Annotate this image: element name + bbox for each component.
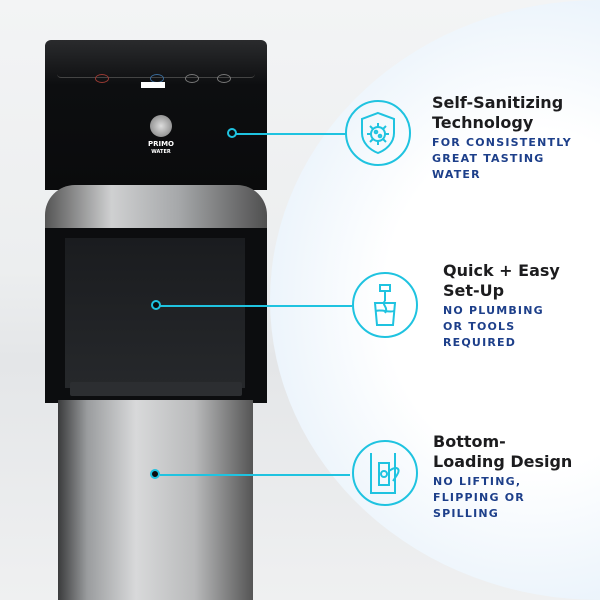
light-button	[217, 74, 231, 83]
shield-virus-icon	[345, 100, 411, 166]
bottom-loading-icon	[352, 440, 418, 506]
callout-dot-1	[227, 128, 237, 138]
hot-button	[95, 74, 109, 83]
feature-title: Loading Design	[433, 452, 573, 471]
feature-title: Technology	[432, 113, 534, 132]
stainless-cabinet	[58, 400, 253, 600]
callout-line-1	[236, 133, 346, 135]
dispenser-top	[45, 40, 267, 190]
callout-dot-2	[151, 300, 161, 310]
feature-subtitle: GREAT TASTING	[432, 152, 545, 165]
feature-subtitle: NO LIFTING,	[433, 475, 522, 488]
power-button	[185, 74, 199, 83]
feature-title: Self-Sanitizing	[432, 93, 564, 112]
drip-tray	[70, 382, 242, 396]
display-label	[141, 82, 165, 88]
feature-subtitle: OR TOOLS	[443, 320, 516, 333]
callout-dot-3	[150, 469, 160, 479]
callout-line-2	[160, 305, 352, 307]
feature-title: Quick + Easy	[443, 261, 560, 280]
feature-bottom-loading: Bottom-Loading Design NO LIFTING, FLIPPIN…	[433, 432, 593, 522]
feature-subtitle: NO PLUMBING	[443, 304, 544, 317]
primo-logo-icon	[150, 115, 172, 137]
silver-band	[45, 185, 267, 230]
feature-title: Set-Up	[443, 281, 505, 300]
feature-subtitle: WATER	[432, 168, 481, 181]
callout-line-3	[160, 474, 350, 476]
dispensing-recess	[65, 238, 245, 388]
feature-subtitle: FLIPPING OR	[433, 491, 525, 504]
control-panel	[57, 48, 255, 83]
feature-subtitle: REQUIRED	[443, 336, 517, 349]
glass-water-icon	[352, 272, 418, 338]
feature-title: Bottom-	[433, 432, 506, 451]
feature-subtitle: FOR CONSISTENTLY	[432, 136, 572, 149]
feature-subtitle: SPILLING	[433, 507, 500, 520]
